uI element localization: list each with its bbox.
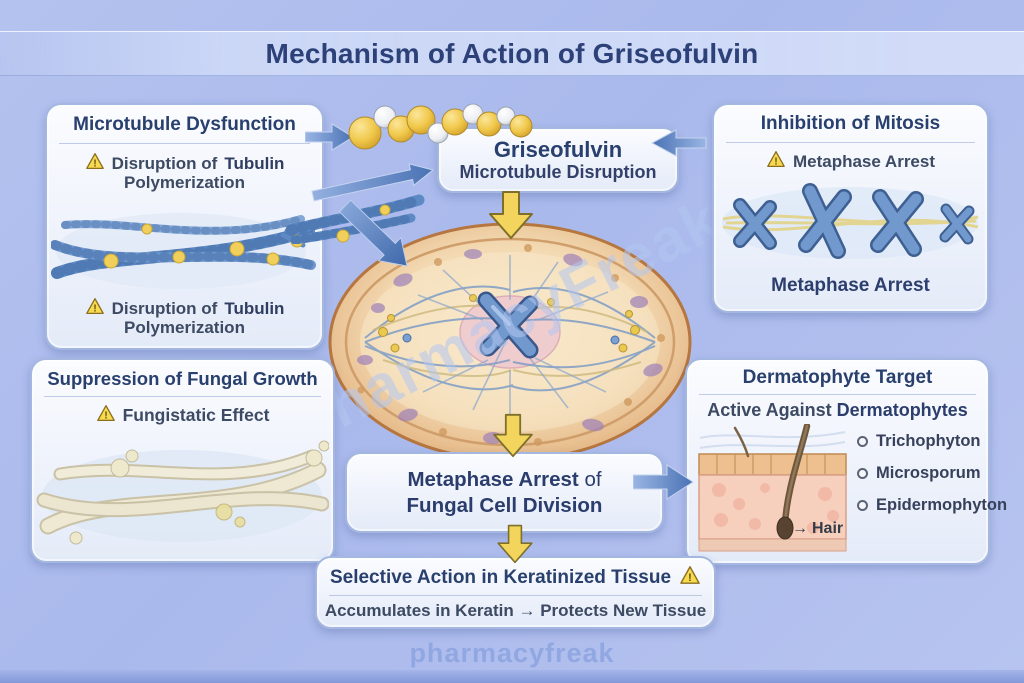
organism-label: Trichophyton	[876, 432, 981, 450]
divider	[726, 142, 975, 143]
list-item: Microsporum	[857, 464, 1007, 483]
bullet-icon	[857, 468, 868, 479]
note-pre: Disruption of	[111, 298, 218, 318]
panel-heading: Dermatophyte Target	[742, 367, 933, 388]
metaphase-arrest-note: ! Metaphase Arrest	[714, 150, 987, 173]
selective-detail: Accumulates in Keratin → Protects New Ti…	[324, 601, 707, 620]
molecule-art	[348, 103, 533, 150]
drug-effect: Microtubule Disruption	[459, 162, 657, 183]
selective-heading-row: Selective Action in Keratinized Tissue !	[317, 565, 714, 590]
panel-heading: Inhibition of Mitosis	[760, 113, 941, 134]
arrow-metaphase-to-dermatophyte	[633, 464, 694, 500]
note-line2: Polymerization	[124, 318, 245, 337]
hyphae-illustration	[36, 440, 329, 545]
panel-heading: Microtubule Dysfunction	[73, 114, 296, 135]
svg-text:!: !	[774, 156, 777, 167]
fungal-cell-art	[328, 222, 692, 462]
hair-label-text: Hair	[812, 520, 844, 537]
list-item: Trichophyton	[857, 432, 1007, 451]
list-item: Epidermophyton	[857, 496, 1007, 515]
svg-text:!: !	[93, 303, 96, 314]
organism-label: Microsporum	[876, 464, 981, 482]
metaphase-line2: Fungal Cell Division	[406, 493, 603, 517]
metaphase-emph: Metaphase Arrest	[407, 467, 579, 491]
griseofulvin-molecule	[343, 93, 538, 160]
fungal-cell-illustration	[323, 220, 698, 470]
panel-suppression-fungal-growth: Suppression of Fungal Growth ! Fungistat…	[30, 358, 335, 563]
panel-microtubule-dysfunction: Microtubule Dysfunction ! Disruption of …	[45, 103, 324, 350]
panel-selective-action: Selective Action in Keratinized Tissue !…	[315, 556, 716, 629]
organism-label: Epidermophyton	[876, 496, 1008, 514]
page-title: Mechanism of Action of Griseofulvin	[265, 37, 759, 69]
warning-icon: !	[96, 404, 116, 427]
svg-text:!: !	[104, 410, 107, 421]
tubulin-disruption-note-top: ! Disruption of Tubulin	[47, 152, 322, 175]
bullet-icon	[857, 500, 868, 511]
fungistatic-note: ! Fungistatic Effect	[32, 404, 333, 427]
organism-list: Trichophyton Microsporum Epidermophyton	[857, 432, 1007, 515]
arrow-mitosis-to-griseofulvin	[650, 129, 707, 157]
arrow-griseofulvin-to-cell	[489, 191, 533, 239]
tubulin-disruption-note-bottom: ! Disruption of Tubulin	[47, 297, 322, 320]
footer-watermark: pharmacyfreak	[409, 638, 615, 668]
warning-icon: !	[85, 297, 105, 320]
divider	[44, 396, 321, 397]
note-text: Fungistatic Effect	[122, 405, 270, 425]
note-text: Metaphase Arrest	[792, 151, 936, 171]
panel-inhibition-of-mitosis: Inhibition of Mitosis ! Metaphase Arrest	[712, 103, 989, 313]
panel-caption: Metaphase Arrest	[771, 275, 930, 296]
divider	[59, 143, 310, 144]
title-band: Mechanism of Action of Griseofulvin	[0, 31, 1024, 76]
chromosomes-illustration	[722, 183, 979, 259]
arrow-microtubule-to-griseofulvin	[311, 163, 435, 202]
panel-heading: Suppression of Fungal Growth	[47, 368, 318, 389]
arrow-microtubule-into-cell	[338, 199, 408, 267]
warning-icon: !	[679, 565, 701, 590]
svg-text:!: !	[688, 572, 692, 584]
panel-griseofulvin: Griseofulvin Microtubule Disruption	[437, 127, 679, 193]
skin-hair-illustration	[698, 424, 847, 552]
svg-text:!: !	[93, 158, 96, 169]
panel-dermatophyte-target: Dermatophyte Target Active Against Derma…	[685, 358, 1007, 565]
arrow-metaphase-to-selective	[497, 524, 533, 564]
sub-emph: Dermatophytes	[836, 400, 968, 420]
bullet-icon	[857, 436, 868, 447]
panel-metaphase-arrest: Metaphase Arrest of Fungal Cell Division	[345, 452, 664, 533]
microtubule-illustration	[51, 213, 316, 289]
drug-name: Griseofulvin	[493, 137, 623, 162]
panel-heading: Selective Action in Keratinized Tissue	[329, 566, 672, 588]
metaphase-line1: Metaphase Arrest of	[407, 467, 601, 493]
note-emph: Tubulin	[224, 153, 285, 173]
warning-icon: !	[85, 152, 105, 175]
note-line2: Polymerization	[124, 173, 245, 192]
note-emph: Tubulin	[224, 298, 285, 318]
bottom-edge	[0, 670, 1024, 683]
sub-pre: Active Against	[707, 400, 832, 420]
arrow-dysfunction-to-molecule	[305, 123, 354, 151]
pointer-arrow-icon: →	[792, 520, 808, 537]
warning-icon: !	[766, 150, 786, 173]
metaphase-connector: of	[584, 467, 602, 491]
divider	[699, 394, 976, 395]
hair-label: → Hair	[792, 520, 843, 538]
note-pre: Disruption of	[111, 153, 218, 173]
active-against-line: Active Against Dermatophytes	[687, 400, 988, 421]
cell-organelles	[357, 249, 663, 444]
divider	[329, 595, 702, 596]
central-chromosome	[477, 291, 539, 359]
arrow-cell-to-metaphase	[493, 413, 533, 458]
